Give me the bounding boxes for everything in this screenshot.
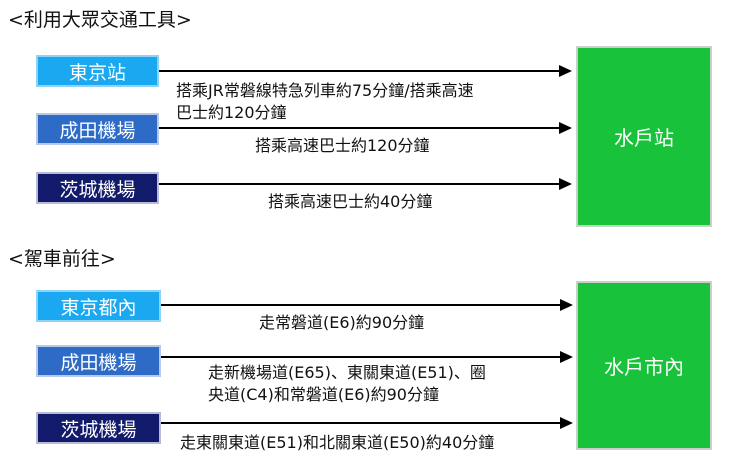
origin-narita-airport-drive: 成田機場 <box>36 345 161 377</box>
arrow-narita-line <box>159 127 561 129</box>
route-tokyo-station-text: 搭乘JR常磐線特急列車約75分鐘/搭乘高速 巴士約120分鐘 <box>176 80 474 124</box>
arrow-ibaraki-drive-head <box>560 417 573 429</box>
destination-mito-station: 水戶站 <box>576 46 712 227</box>
arrow-tokyo-station-line <box>159 70 561 72</box>
route-tokyo-metro-text: 走常磐道(E6)約90分鐘 <box>259 313 425 332</box>
route-narita-text: 搭乘高速巴士約120分鐘 <box>255 136 430 155</box>
arrow-ibaraki-head <box>559 178 572 190</box>
origin-tokyo-metro: 東京都內 <box>36 290 161 322</box>
arrow-ibaraki-drive-line <box>161 422 562 424</box>
route-narita-drive-text: 走新機場道(E65)、東關東道(E51)、圈 央道(C4)和常磐道(E6)約90… <box>208 362 486 406</box>
transit-section-title: <利用大眾交通工具> <box>8 9 192 31</box>
origin-tokyo-station: 東京站 <box>36 55 159 87</box>
arrow-tokyo-metro-head <box>560 299 573 311</box>
arrow-ibaraki-line <box>159 183 561 185</box>
arrow-narita-head <box>559 122 572 134</box>
route-tokyo-station-line-2: 巴士約120分鐘 <box>176 103 287 122</box>
route-narita-drive-line-1: 走新機場道(E65)、東關東道(E51)、圈 <box>208 363 486 382</box>
arrow-narita-drive-line <box>161 356 562 358</box>
arrow-tokyo-station-head <box>559 65 572 77</box>
origin-ibaraki-airport-drive: 茨城機場 <box>36 412 161 444</box>
driving-section-title: <駕車前往> <box>8 248 116 270</box>
route-ibaraki-text: 搭乘高速巴士約40分鐘 <box>268 192 433 211</box>
arrow-narita-drive-head <box>560 351 573 363</box>
destination-mito-city: 水戶市內 <box>576 281 712 450</box>
arrow-tokyo-metro-line <box>161 304 562 306</box>
origin-ibaraki-airport: 茨城機場 <box>36 172 159 204</box>
origin-narita-airport: 成田機場 <box>36 113 159 145</box>
route-tokyo-station-line-1: 搭乘JR常磐線特急列車約75分鐘/搭乘高速 <box>176 81 474 100</box>
route-ibaraki-drive-text: 走東關東道(E51)和北關東道(E50)約40分鐘 <box>180 433 495 452</box>
route-narita-drive-line-2: 央道(C4)和常磐道(E6)約90分鐘 <box>208 385 439 404</box>
